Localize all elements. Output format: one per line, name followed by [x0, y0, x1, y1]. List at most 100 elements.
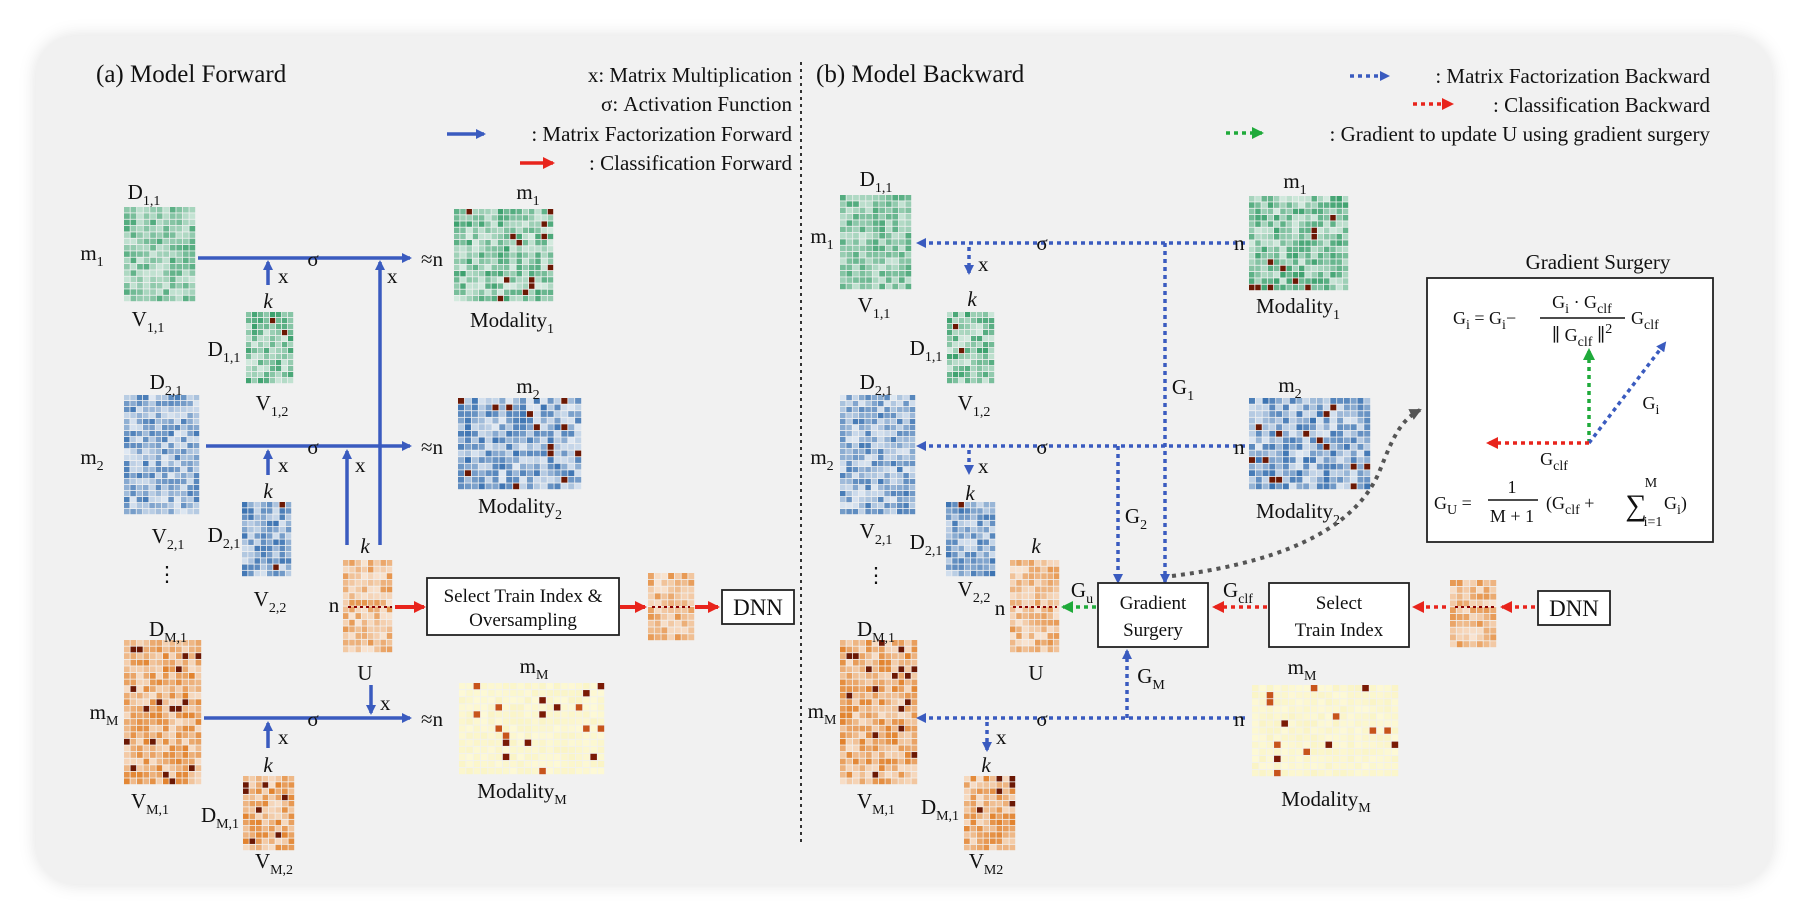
- label-k-2: k: [263, 479, 273, 503]
- b-label-m1-top: m1: [1283, 169, 1306, 198]
- gradient-surgery-line1: Gradient: [1120, 593, 1187, 614]
- label-dM1-small: DM,1: [201, 803, 239, 832]
- b-n-M: n: [1234, 707, 1245, 731]
- heatmap-modality2: [458, 398, 582, 490]
- b-label-v11: V1,1: [858, 293, 891, 322]
- b-label-n-u: n: [995, 596, 1006, 620]
- b-label-k-2: k: [965, 481, 975, 505]
- dnn-backward: DNN: [1549, 596, 1599, 621]
- gradient-surgery-box: [1097, 582, 1209, 648]
- select-oversample-line1: Select Train Index &: [444, 586, 603, 607]
- sigma-1: σ: [307, 247, 318, 271]
- svg-text:M + 1: M + 1: [1490, 506, 1534, 526]
- vdots-b: ⋮: [866, 563, 887, 587]
- label-u: U: [357, 661, 372, 685]
- select-train-index-box: [1268, 582, 1410, 648]
- sigma-2: σ: [307, 435, 318, 459]
- label-d21-small: D2,1: [208, 523, 241, 552]
- x-2: x: [278, 453, 289, 477]
- vdots-a: ⋮: [157, 562, 178, 586]
- b-heatmap-d11: [840, 195, 912, 290]
- sigma-M: σ: [307, 707, 318, 731]
- forward-title: (a) Model Forward: [96, 61, 287, 88]
- b-sigma-M: σ: [1036, 707, 1047, 731]
- label-m1: m1: [80, 241, 103, 270]
- b-label-modalityM: ModalityM: [1281, 787, 1371, 816]
- approx-n-2: ≈n: [421, 435, 444, 459]
- svg-text:∑: ∑: [1625, 489, 1646, 522]
- b-label-vM1: VM,1: [857, 789, 895, 818]
- label-k: k: [263, 289, 273, 313]
- approx-n-1: ≈n: [421, 247, 444, 271]
- x-u2: x: [355, 453, 366, 477]
- heatmap-v12: [246, 312, 294, 384]
- label-mM: mM: [90, 700, 119, 729]
- legend-activation: σ: Activation Function: [601, 92, 792, 116]
- b-label-k-u: k: [1031, 534, 1041, 558]
- select-train-index-line1: Select: [1316, 593, 1363, 614]
- b-heatmap-dM1: [840, 640, 918, 785]
- b-label-d21: D2,1: [860, 370, 893, 399]
- surgery-detail-connector: [1171, 408, 1422, 578]
- label-vM2: VM,2: [255, 849, 293, 878]
- gradient-surgery-inset: [1426, 277, 1714, 543]
- svg-text:Gi): Gi): [1664, 493, 1687, 518]
- label-m2: m2: [80, 445, 103, 474]
- b-heatmap-sampled: [1450, 580, 1497, 648]
- legend-mf-backward: : Matrix Factorization Backward: [1435, 64, 1710, 88]
- gradient-surgery-line2: Surgery: [1123, 620, 1183, 641]
- b-heatmap-d21: [840, 395, 916, 515]
- label-d21: D2,1: [150, 370, 183, 399]
- inset-title: Gradient Surgery: [1526, 250, 1671, 274]
- heatmap-modalityM: [459, 683, 605, 775]
- label-vM1: VM,1: [131, 789, 169, 818]
- select-oversample-box: [426, 577, 620, 636]
- select-oversample-line2: Oversampling: [469, 610, 577, 631]
- b-label-d21-small: D2,1: [910, 530, 943, 559]
- label-d11: D1,1: [128, 180, 161, 209]
- label-k-u: k: [360, 534, 370, 558]
- label-d11-small: D1,1: [208, 337, 241, 366]
- heatmap-d11: [124, 207, 196, 302]
- b-x-1: x: [978, 252, 989, 276]
- b-label-v12: V1,2: [958, 391, 991, 420]
- b-n-1: n: [1234, 231, 1245, 255]
- svg-text:M: M: [1645, 476, 1658, 491]
- heatmap-d21: [124, 395, 200, 515]
- heatmap-dM1: [124, 640, 202, 785]
- label-gM: GM: [1137, 664, 1165, 693]
- b-heatmap-u: [1010, 560, 1060, 653]
- b-heatmap-vM2: [964, 776, 1016, 851]
- svg-text:1: 1: [1508, 477, 1517, 497]
- b-label-k-3: k: [981, 753, 991, 777]
- b-sigma-1: σ: [1036, 231, 1047, 255]
- b-label-d11: D1,1: [860, 167, 893, 196]
- label-mM-top: mM: [520, 654, 549, 683]
- label-gu: Gu: [1071, 578, 1093, 607]
- b-label-u: U: [1028, 661, 1043, 685]
- dnn-forward: DNN: [733, 595, 783, 620]
- inset-gi-arrow: [1587, 341, 1667, 445]
- x-1: x: [278, 264, 289, 288]
- label-m1-top: m1: [516, 180, 539, 209]
- b-label-modality2: Modality2: [1256, 499, 1340, 528]
- b-label-dM1-small: DM,1: [921, 795, 959, 824]
- label-g1: G1: [1172, 375, 1194, 404]
- b-label-v22: V2,2: [958, 577, 991, 606]
- b-x-2: x: [978, 454, 989, 478]
- b-heatmap-v12: [947, 312, 995, 384]
- heatmap-layer: [124, 195, 1497, 851]
- heatmap-modality1: [454, 209, 554, 302]
- svg-text:i=1: i=1: [1644, 515, 1663, 530]
- b-label-mM-top: mM: [1288, 655, 1317, 684]
- legend-matmul: x: Matrix Multiplication: [588, 63, 793, 87]
- label-n-u: n: [329, 593, 340, 617]
- b-label-mM: mM: [808, 699, 837, 728]
- dnn-box-backward: [1537, 590, 1611, 626]
- x-uM: x: [380, 691, 391, 715]
- heatmap-sampled: [648, 573, 695, 641]
- x-u1: x: [387, 264, 398, 288]
- b-label-vM2: VM2: [969, 849, 1004, 878]
- heatmap-u: [343, 560, 393, 653]
